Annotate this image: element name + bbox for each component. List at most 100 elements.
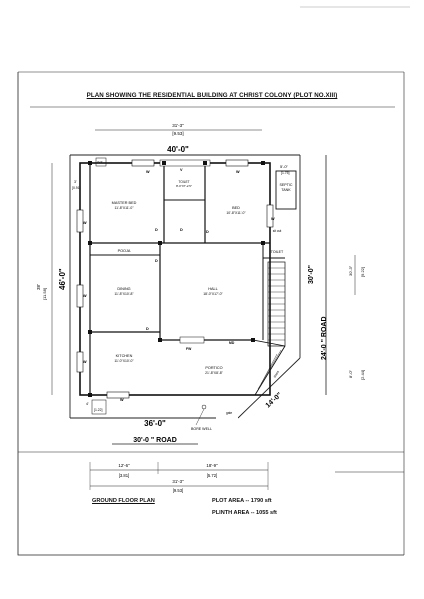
window-marker: W [120, 398, 124, 402]
plot-top-dimension: 40'-0" [167, 145, 189, 154]
window-marker: W [271, 217, 275, 221]
step-line [260, 353, 278, 385]
door-marker: D [146, 327, 149, 331]
outer-frame [17, 72, 404, 556]
plinth-area: PLINTH AREA -- 1055 sft [212, 510, 277, 516]
ground-floor-plan-title: GROUND FLOOR PLAN [92, 498, 155, 504]
window-dining-left [76, 284, 84, 308]
septic-label-1: SEPTIC [280, 183, 293, 187]
dining-label: DINING [117, 287, 130, 291]
column [88, 241, 92, 245]
ventilator-marker: V [180, 168, 183, 172]
steps-label: steps [272, 370, 280, 379]
column-posts [88, 161, 265, 397]
plot-left-dimension: 46'-0" [58, 268, 67, 290]
door-marker: D [206, 230, 209, 234]
right-lower-dim: 8'-0" [348, 369, 353, 378]
left-building-dim: 38' [36, 284, 41, 290]
septic-tank-outline [275, 170, 297, 210]
bore-well-symbol [201, 404, 207, 410]
column [261, 241, 265, 245]
sit-out-label: sit out [273, 229, 282, 233]
bottom-dim-a: 12'-6" [118, 463, 130, 468]
window-bed-top [225, 159, 249, 167]
toilet-side-label: TOILET [271, 250, 284, 254]
column [162, 161, 166, 165]
right-lower-dim-metric: [2.44] [360, 370, 365, 380]
window-marker: W [236, 170, 240, 174]
bottom-dim-b-metric: [5.72] [207, 473, 217, 478]
bottom-total-dim-metric: [9.53] [173, 488, 183, 493]
column [158, 338, 162, 342]
opening-markers: W V W W W D D D D W D W W FW MD [83, 168, 275, 402]
column [261, 161, 265, 165]
kitchen-label: KITCHEN [116, 354, 133, 358]
small-door-label: 3'x3' [97, 160, 103, 164]
door-marker: D [180, 228, 183, 232]
plot-right-dimension: 30'-0" [308, 265, 315, 284]
window-kitchen-left [76, 351, 84, 373]
window-hall-front [179, 336, 205, 344]
master-bed-label: MASTER BED [112, 201, 137, 205]
bore-well-label: BORE WELL [191, 427, 212, 431]
column [88, 330, 92, 334]
bottom-total-dim: 31'-3" [172, 479, 184, 484]
toilet-top-label: TOILET [178, 180, 189, 184]
pooja-label: POOJA [118, 249, 131, 253]
column [88, 393, 92, 397]
left-building-dim-metric: [11.58] [42, 288, 47, 300]
portico-slant [254, 345, 286, 396]
door-marker: D [155, 228, 158, 232]
septic-width-dim-metric: [1.75] [281, 171, 290, 175]
door-marker: D [155, 259, 158, 263]
top-dimension-metric: [9.53] [172, 131, 183, 136]
top-dimension-text: 31'-3" [172, 123, 184, 128]
hall-label: HALL [208, 287, 218, 291]
hall-size: 18'-0"X17'-0" [203, 292, 223, 296]
kitchen-size: 11'-0"X10'-0" [114, 359, 134, 363]
plan-title: PLAN SHOWING THE RESIDENTIAL BUILDING AT… [86, 92, 338, 99]
small-utility-box [95, 157, 107, 167]
window-symbols [76, 159, 274, 399]
bed-label: BED [232, 206, 240, 210]
window-master-left [76, 209, 84, 233]
left-bottom-dim: 4' [86, 402, 89, 406]
left-small-dim-metric: [0.91] [72, 186, 81, 190]
portico-edge [252, 339, 286, 347]
gate-label: gate [226, 411, 232, 415]
septic-width-dim: 5'-0" [280, 164, 289, 169]
right-outer-dim: 30'-3" [348, 265, 353, 276]
portico-size: 21'-8"X8'-8" [205, 371, 223, 375]
window-marker: W [146, 170, 150, 174]
window-master-top [131, 159, 155, 167]
staircase [267, 261, 286, 347]
bottom-dim-a-metric: [3.81] [119, 473, 129, 478]
plot-boundary-chamfer [237, 357, 301, 419]
bore-well-leader [195, 408, 205, 426]
bed-size: 10'-8"X11'-0" [226, 211, 246, 215]
column [251, 338, 255, 342]
right-road-label: 24'-0 " ROAD [321, 317, 328, 361]
dining-size: 11'-8"X10'-8" [114, 292, 134, 296]
bottom-road-label: 30'-0 " ROAD [133, 437, 177, 444]
toilet-top-size: 8'-0"X7'-2.5" [176, 184, 192, 188]
plot-area: PLOT AREA -- 1790 sft [212, 498, 272, 504]
left-bottom-dim-metric: [1.22] [94, 408, 103, 412]
master-bed-size: 11'-8"X11'-0" [114, 206, 134, 210]
window-marker: W [83, 294, 87, 298]
right-outer-dim-metric: [9.22] [360, 267, 365, 277]
left-bottom-box [91, 399, 107, 415]
bottom-dim-b: 18'-9" [206, 463, 218, 468]
column [158, 241, 162, 245]
window-kitchen-bottom [106, 391, 130, 399]
window-marker: W [83, 360, 87, 364]
column [203, 161, 207, 165]
fw-marker: FW [186, 347, 192, 351]
ventilator-top [159, 159, 211, 167]
window-marker: W [83, 221, 87, 225]
building-outline [79, 162, 271, 396]
portico-label: PORTICO [205, 366, 222, 370]
left-small-dim: 3' [74, 180, 77, 184]
plot-bottom-dimension: 36'-0" [144, 419, 166, 428]
